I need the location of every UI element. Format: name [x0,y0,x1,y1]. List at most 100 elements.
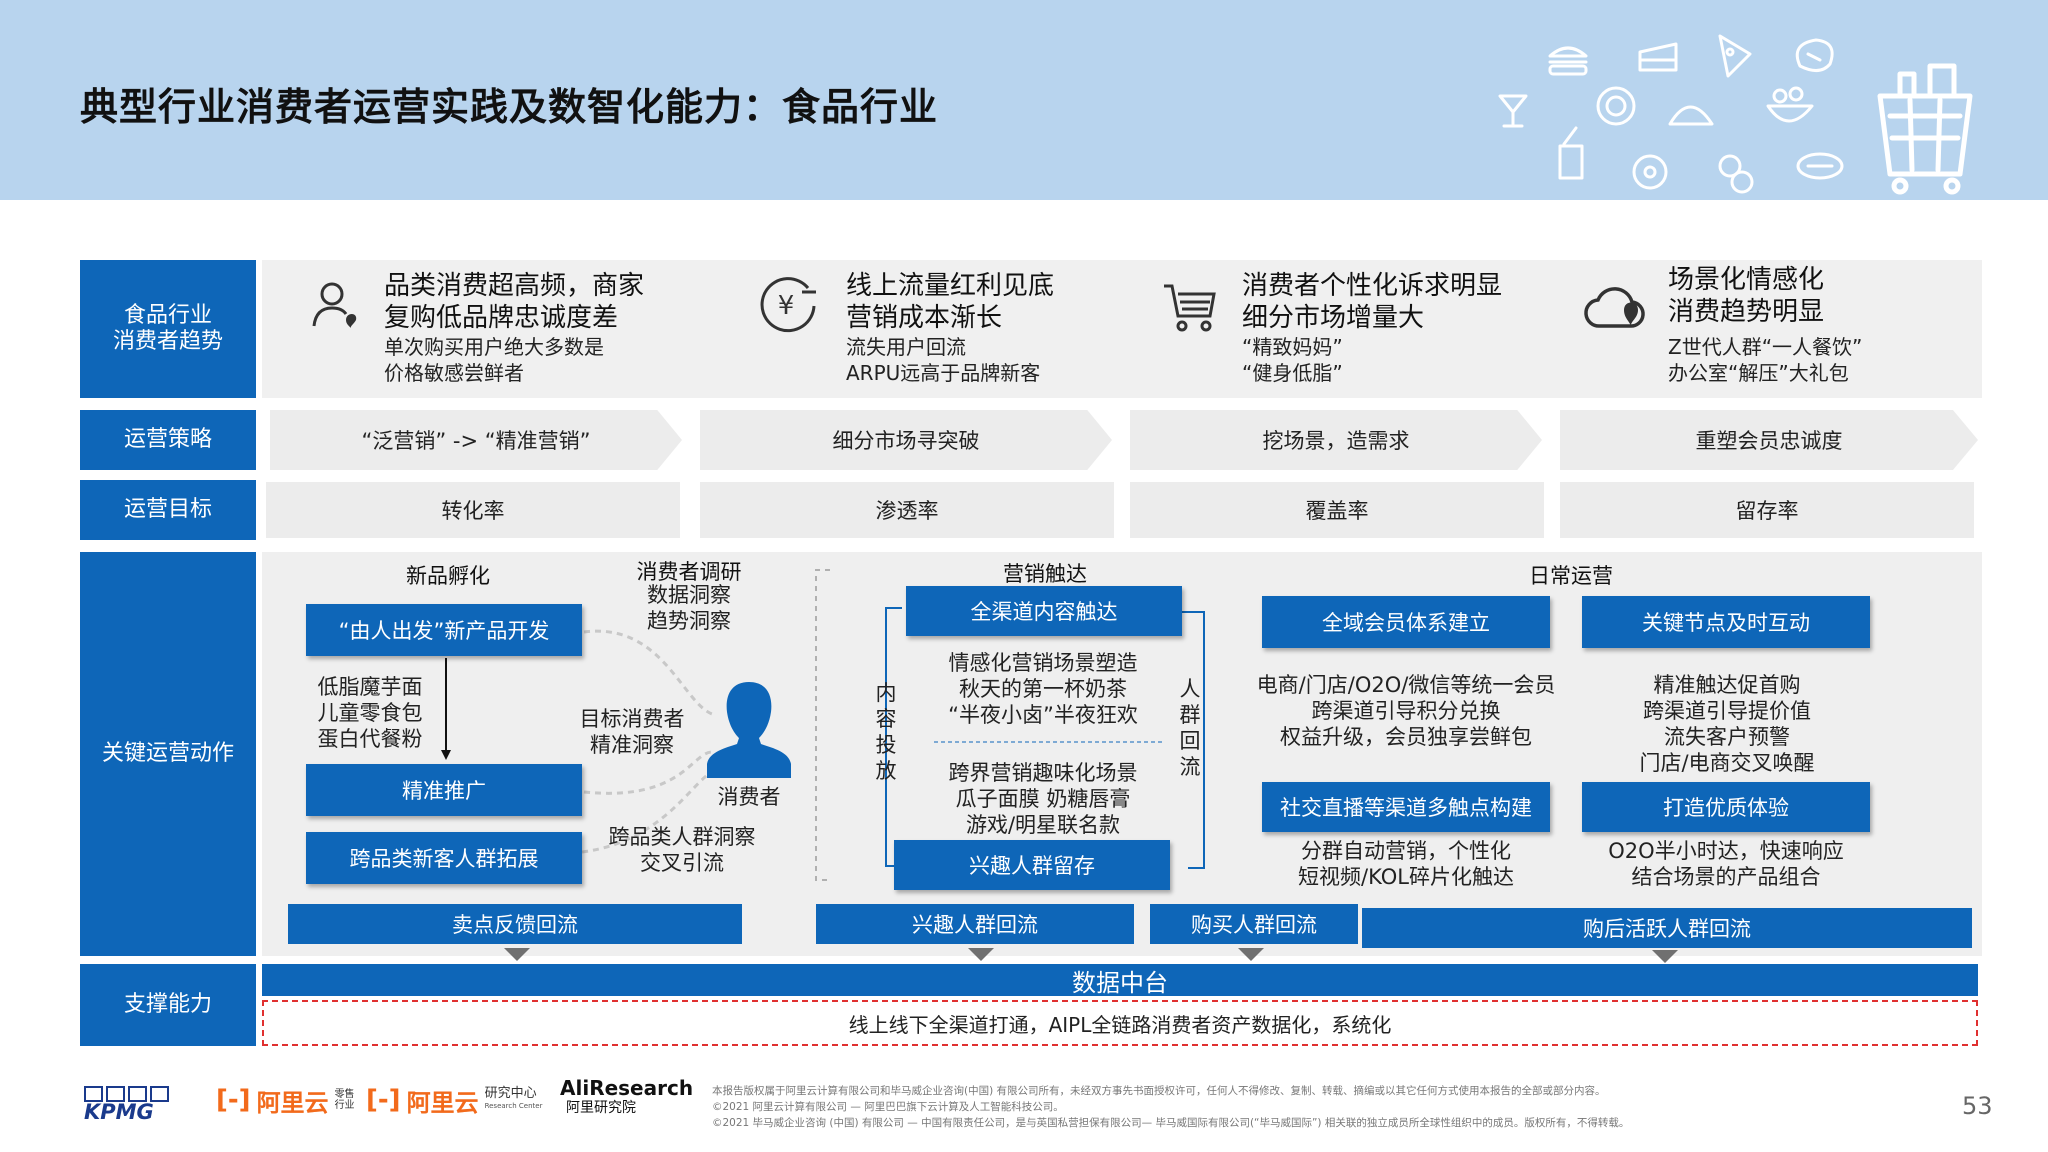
cross-insight-line-2: 交叉引流 [640,851,724,875]
footer-note-3: ©2021 毕马威企业咨询 (中国) 有限公司 — 中国有限责任公司，是与英国私… [712,1117,1630,1129]
aliyun-research-tag: 研究中心 [484,1086,537,1101]
marketing-block1-line3: “半夜小卤”半夜狂欢 [948,703,1138,727]
social-line-2: 短视频/KOL碎片化触达 [1298,865,1514,889]
trend-1-sub-line2: 价格敏感尝鲜者 [384,361,524,385]
row-label-actions: 关键运营动作 [80,552,256,956]
svg-text:¥: ¥ [778,291,795,321]
side-right-char-4: 流 [1179,755,1201,779]
trend-3-sub-line1: “精致妈妈” [1242,335,1343,359]
side-label-content: 内 容 投 放 [872,680,900,784]
cloud-heart-icon [1584,287,1645,328]
side-right-char-1: 人 [1179,677,1201,701]
node-line-2: 跨渠道引导提价值 [1643,699,1811,723]
strategy-1: “泛营销” -> “精准营销” [270,410,682,470]
social-line-1: 分群自动营销，个性化 [1301,839,1511,863]
goal-2: 渗透率 [700,482,1114,538]
trend-2-sub-line2: ARPU远高于品牌新客 [846,361,1041,385]
product-item-2: 儿童零食包 [317,701,423,725]
interest-retention-button[interactable]: 兴趣人群留存 [894,840,1170,890]
member-system-button[interactable]: 全域会员体系建立 [1262,596,1550,648]
research-line-1: 数据洞察 [647,583,731,607]
pizza-icon [1718,34,1752,78]
header-band [0,0,2048,200]
aliresearch-logo: AliResearch 阿里研究院 [560,1078,693,1118]
trend-4-sub-line1: Z世代人群“一人餐饮” [1668,335,1863,359]
product-item-3: 蛋白代餐粉 [317,727,423,751]
support-description: 线上线下全渠道打通，AIPL全链路消费者资产数据化，系统化 [262,1000,1978,1046]
row-label-strategy: 运营策略 [80,410,256,470]
marketing-block2-line2: 瓜子面膜 奶糖唇膏 [955,787,1131,811]
cross-category-button[interactable]: 跨品类新客人群拓展 [306,832,582,884]
post-purchase-backflow-bar: 购后活跃人群回流 [1362,908,1972,948]
section-title-research: 消费者调研 [636,560,742,584]
cake-icon [1638,42,1678,72]
taco-icon [1668,105,1714,126]
row-label-support: 支撑能力 [80,964,256,1046]
node-line-3: 流失客户预警 [1664,725,1790,749]
side-left-char-3: 投 [875,733,897,757]
key-node-button[interactable]: 关键节点及时互动 [1582,596,1870,648]
trend-3-title-line2: 细分市场增量大 [1242,303,1425,333]
precision-promo-button[interactable]: 精准推广 [306,764,582,816]
goal-4: 留存率 [1560,482,1974,538]
side-left-char-4: 放 [875,759,897,783]
feedback-backflow-bar: 卖点反馈回流 [288,904,742,944]
data-platform-bar: 数据中台 [262,964,1978,997]
aliyun-bracket-icon: [-] [216,1085,251,1115]
product-item-1: 低脂魔芋面 [317,675,423,699]
burger-icon [1548,46,1588,76]
strategy-2: 细分市场寻突破 [700,410,1112,470]
new-product-dev-button[interactable]: “由人出发”新产品开发 [306,604,582,656]
consumer-label: 消费者 [717,785,781,809]
aliyun-name-2: 阿里云 [406,1088,479,1117]
cocktail-icon [1498,94,1528,128]
member-line-3: 权益升级，会员独享尝鲜包 [1280,725,1532,749]
drink-icon [1558,126,1584,180]
member-line-1: 电商/门店/O2O/微信等统一会员 [1256,673,1556,697]
footer-note-1: 本报告版权属于阿里云计算有限公司和毕马威企业咨询(中国) 有限公司所有，未经双方… [712,1085,1606,1097]
purchase-backflow-bar: 购买人群回流 [1150,904,1358,944]
social-live-button[interactable]: 社交直播等渠道多触点构建 [1262,782,1550,832]
side-left-char-2: 容 [875,707,897,731]
aliresearch-wordmark: AliResearch [560,1076,694,1100]
marketing-block2-line3: 游戏/明星联名款 [965,813,1121,837]
quality-experience-button[interactable]: 打造优质体验 [1582,782,1870,832]
down-arrow-4 [1652,950,1678,963]
side-left-char-1: 内 [875,681,897,705]
down-arrow-1 [504,948,530,961]
strategy-3: 挖场景，造需求 [1130,410,1542,470]
exp-line-2: 结合场景的产品组合 [1631,865,1821,889]
trends-panel [262,260,1982,398]
target-line-1: 目标消费者 [579,707,685,731]
node-line-1: 精准触达促首购 [1653,673,1801,697]
goal-1: 转化率 [266,482,680,538]
member-line-2: 跨渠道引导积分兑换 [1311,699,1501,723]
cross-insight-line-1: 跨品类人群洞察 [608,825,756,849]
marketing-block2-line1: 跨界营销趣味化场景 [948,761,1138,785]
bowl-icon [1766,86,1814,123]
section-title-new-product: 新品孵化 [406,564,490,588]
side-right-char-2: 群 [1179,703,1201,727]
trend-1-title-line1: 品类消费超高频，商家 [384,271,645,301]
yuan-coin-icon: ¥ [760,277,816,333]
trend-4-title-line1: 场景化情感化 [1668,265,1825,295]
aliyun-name-1: 阿里云 [256,1088,329,1117]
goal-3: 覆盖率 [1130,482,1544,538]
trend-2-sub-line1: 流失用户回流 [846,335,966,359]
shopping-cart-icon [1164,284,1216,332]
research-line-2: 趋势洞察 [647,609,731,633]
fruit-icon [1718,154,1754,194]
user-heart-icon [312,282,357,328]
trend-4-sub-line2: 办公室“解压”大礼包 [1668,361,1849,385]
marketing-block1-line2: 秋天的第一杯奶茶 [959,677,1127,701]
omnichannel-content-button[interactable]: 全渠道内容触达 [906,586,1182,636]
trend-4-title-line2: 消费趋势明显 [1668,297,1825,327]
down-arrow-3 [1238,948,1264,961]
strategy-4: 重塑会员忠诚度 [1560,410,1978,470]
consumer-icon [707,682,791,778]
basket-icon [1877,63,1973,195]
page-number: 53 [1962,1092,1993,1120]
exp-line-1: O2O半小时达，快速响应 [1608,839,1844,863]
trend-2-title-line1: 线上流量红利见底 [846,271,1055,301]
section-title-daily: 日常运营 [1529,564,1613,588]
